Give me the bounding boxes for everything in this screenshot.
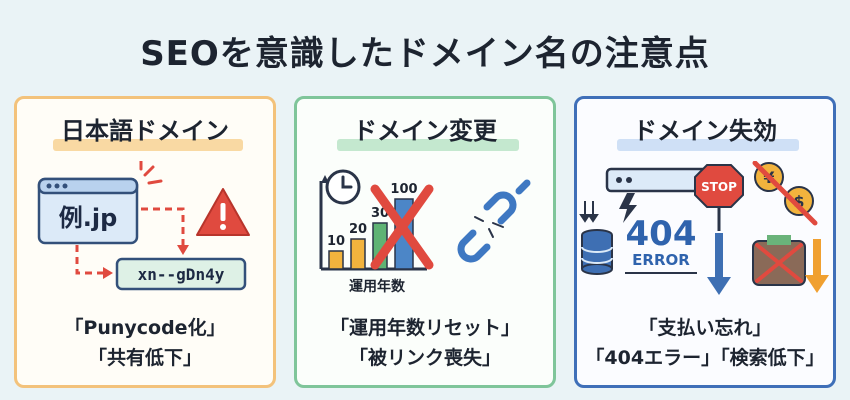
browser-window-icon: 例.jp <box>37 177 139 245</box>
card-heading: ドメイン失効 <box>633 117 777 145</box>
stop-label: STOP <box>701 180 737 194</box>
broken-link-icon <box>457 179 531 263</box>
clock-icon <box>321 169 361 205</box>
warning-icon <box>196 188 250 236</box>
no-money-icon: ¥ $ <box>752 161 818 226</box>
lightning-icon <box>619 193 637 223</box>
punycode-box: xn--gDn4y <box>115 257 247 291</box>
bar-10 <box>328 250 344 270</box>
down-arrow-icon <box>707 233 731 295</box>
domain-expiry-illustration: 404 ERROR STOP ¥ $ <box>579 161 829 295</box>
card-caption: 「支払い忘れ」 「404エラー」「検索低下」 <box>577 313 833 373</box>
card-caption: 「運用年数リセット」 「被リンク喪失」 <box>297 313 553 373</box>
stop-sign-icon: STOP <box>694 164 744 231</box>
cross-icon <box>370 184 434 270</box>
bar-label: 10 <box>327 234 345 249</box>
svg-text:$: $ <box>793 192 804 211</box>
card-heading: ドメイン変更 <box>353 117 497 145</box>
domain-change-illustration: 10 20 30 100 運用年数 <box>319 169 531 295</box>
wallet-icon <box>752 235 806 286</box>
error-word: ERROR <box>632 251 690 269</box>
heading-highlight <box>53 139 243 151</box>
axis-label: 運用年数 <box>349 278 406 295</box>
caption-line: 「運用年数リセット」 <box>329 317 520 339</box>
card-domain-expiry: ドメイン失効 404 ERROR STOP <box>574 96 836 388</box>
bar-20 <box>350 238 366 270</box>
punycode-label: xn--gDn4y <box>138 265 225 284</box>
card-heading: 日本語ドメイン <box>61 117 229 145</box>
heading-highlight <box>337 139 519 151</box>
error-code: 404 <box>626 214 697 254</box>
card-domain-change: ドメイン変更 10 20 30 100 運用年数 <box>294 96 556 388</box>
card-caption: 「Punycode化」 「共有低下」 <box>17 313 273 373</box>
decline-arrow-icon <box>805 239 829 293</box>
japanese-domain-illustration: 例.jp xn--gDn4y <box>37 161 250 291</box>
heading-highlight <box>617 139 799 151</box>
caption-line: 「404エラー」「検索低下」 <box>585 347 825 369</box>
download-arrows-icon <box>579 201 599 223</box>
alert-sparkle-icon <box>139 161 163 185</box>
caption-line: 「共有低下」 <box>87 347 202 369</box>
domain-example-label: 例.jp <box>59 204 118 232</box>
database-icon <box>581 229 613 275</box>
conversion-arrow-icon <box>75 207 185 275</box>
card-japanese-domain: 日本語ドメイン 例.jp <box>14 96 276 388</box>
break-spark-icon <box>474 216 504 238</box>
caption-line: 「支払い忘れ」 <box>638 317 772 339</box>
caption-line: 「被リンク喪失」 <box>348 347 501 369</box>
caption-line: 「Punycode化」 <box>64 317 226 339</box>
bar-label: 20 <box>349 222 367 237</box>
bar-label: 100 <box>390 182 417 197</box>
page-title: SEOを意識したドメイン名の注意点 <box>140 34 710 74</box>
